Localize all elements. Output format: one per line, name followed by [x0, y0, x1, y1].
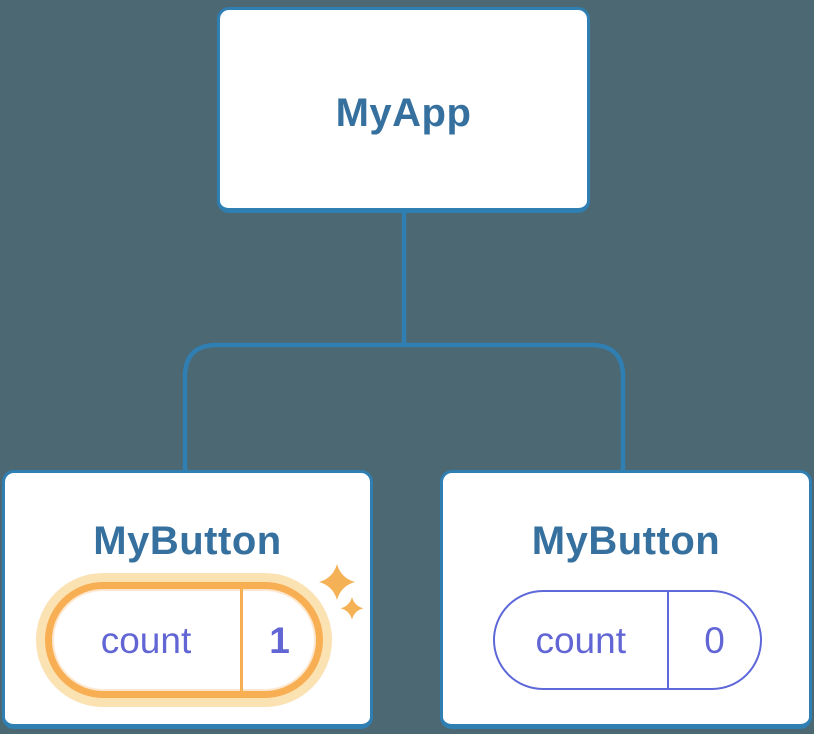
sparkle-icon: [319, 564, 364, 620]
button-component-node: MyButton count 0: [440, 470, 812, 729]
state-pill: count 0: [493, 590, 762, 690]
state-key-label: count: [535, 619, 626, 661]
state-value: 0: [704, 619, 725, 661]
app-node-label: MyApp: [335, 91, 472, 135]
state-value: 1: [269, 619, 290, 661]
pill-divider: [240, 589, 243, 691]
button-node-label: MyButton: [531, 519, 721, 563]
pill-divider: [666, 592, 669, 688]
state-key-label: count: [100, 619, 192, 661]
state-pill-highlighted: count 1: [45, 582, 323, 698]
app-component-node: MyApp: [217, 7, 590, 213]
button-component-node-updated: MyButton count 1: [2, 470, 373, 729]
button-node-label: MyButton: [93, 519, 282, 563]
